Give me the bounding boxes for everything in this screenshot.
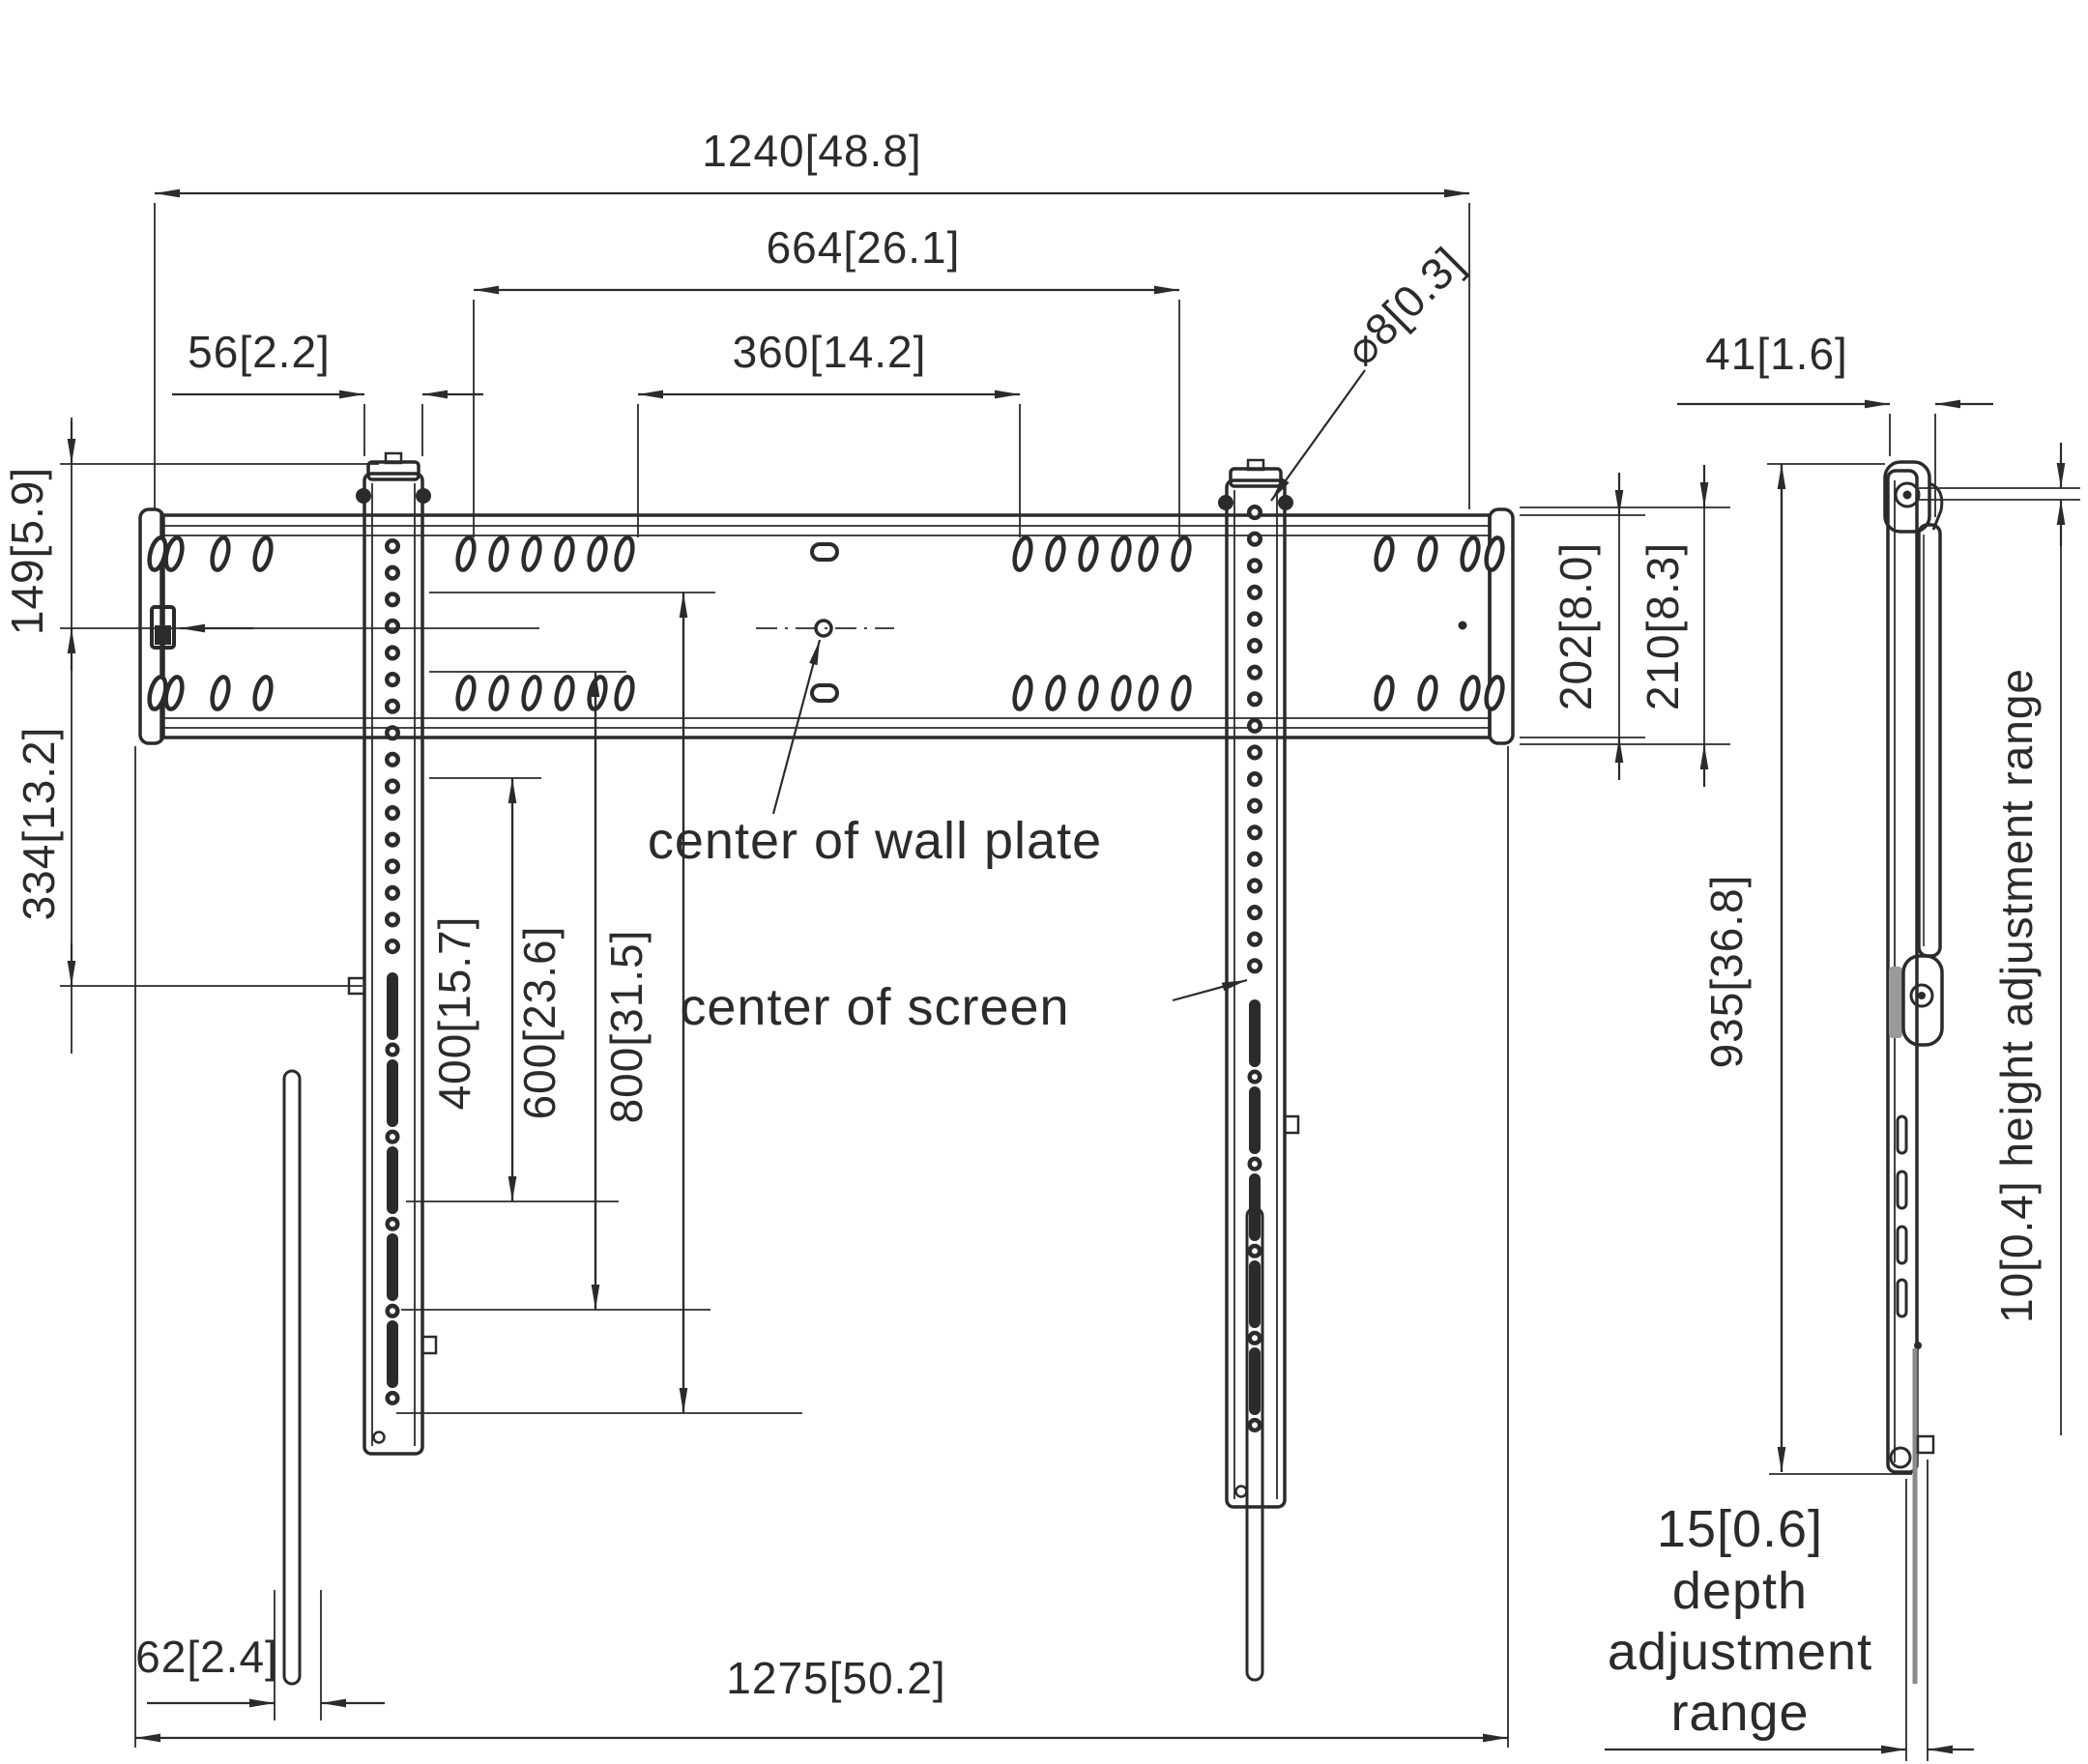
dim-664-label: 664[26.1]: [767, 222, 961, 273]
side-mid-clamp: [1889, 954, 1944, 1047]
side-wall-strip: [1886, 469, 1919, 1474]
dim-334: 334[13.2]: [14, 727, 362, 987]
dim-62: 62[2.4]: [135, 1590, 385, 1721]
dim-360: 360[14.2]: [637, 327, 1021, 537]
annotation-center-of-wall-plate: center of wall plate: [648, 639, 1102, 870]
center-bottom-slot: [810, 683, 839, 703]
dim-600-label: 600[23.6]: [514, 926, 565, 1120]
dim-1240: 1240[48.8]: [154, 126, 1470, 509]
dim-202-label: 202[8.0]: [1551, 542, 1601, 710]
dim-1240-label: 1240[48.8]: [702, 126, 921, 176]
dim-1275-label: 1275[50.2]: [726, 1653, 945, 1703]
left-vesa-bracket: [347, 451, 438, 1456]
dim-935-label: 935[36.8]: [1701, 875, 1752, 1069]
dim-210-label: 210[8.3]: [1638, 542, 1688, 710]
wall-plate-bottom-slot-row: [147, 676, 1506, 711]
dim-56-label: 56[2.2]: [188, 327, 331, 377]
dim-56: 56[2.2]: [172, 327, 483, 456]
dim-15-label: 15[0.6]: [1657, 1500, 1823, 1558]
center-top-slot: [810, 542, 839, 562]
dim-hole-diameter: ⌀8[0.3]: [1270, 237, 1473, 502]
dim-210: 210[8.3]: [1520, 465, 1730, 787]
dim-62-label: 62[2.4]: [135, 1632, 278, 1682]
center-of-wall-plate-label: center of wall plate: [648, 812, 1102, 870]
depth-word: depth: [1672, 1562, 1808, 1620]
right-bracket-lock-tab: [1283, 1114, 1300, 1135]
dim-400: 400[15.7]: [406, 777, 619, 1202]
side-foot-tab: [1916, 1434, 1935, 1455]
dim-10-height-adjustment-label: 10[0.4] height adjustment range: [1991, 668, 2042, 1323]
wall-plate-top-slot-row: [147, 536, 1506, 572]
side-foot-roller: [1889, 1446, 1912, 1469]
dim-935: 935[36.8]: [1701, 463, 1912, 1475]
dim-600: 600[23.6]: [401, 671, 710, 1311]
right-strap: [1245, 1206, 1264, 1682]
keyhole: [150, 605, 176, 650]
adjustment-word: adjustment: [1608, 1623, 1872, 1681]
wall-plate-center-marker: [756, 619, 894, 638]
center-of-screen-label: center of screen: [680, 978, 1069, 1036]
left-bracket-body: [362, 472, 424, 1456]
wall-plate: [138, 507, 1515, 745]
dim-15-depth-adjustment: 15[0.6] depth adjustment range: [1605, 1460, 1974, 1761]
dim-149: 149[5.9]: [2, 418, 539, 1054]
right-vesa-bracket: [1218, 458, 1300, 1509]
right-bracket-body: [1225, 478, 1287, 1509]
left-bracket-lock-tab: [420, 1335, 438, 1355]
left-strap: [282, 1069, 302, 1686]
dim-800-label: 800[31.5]: [601, 930, 652, 1124]
dim-10-height-adjustment: 10[0.4] height adjustment range: [1919, 443, 2080, 1435]
dim-1275: 1275[50.2]: [134, 746, 1509, 1748]
dim-41-label: 41[1.6]: [1705, 329, 1848, 379]
side-tv-strip: [1917, 523, 1942, 958]
dim-664: 664[26.1]: [473, 222, 1180, 537]
dim-360-label: 360[14.2]: [733, 327, 927, 377]
right-pilot-hole: [1458, 621, 1467, 630]
dim-400-label: 400[15.7]: [429, 916, 479, 1111]
side-top-hook: [1883, 460, 1944, 534]
range-word: range: [1670, 1684, 1809, 1742]
wall-plate-body: [160, 513, 1492, 739]
dim-800: 800[31.5]: [396, 592, 802, 1414]
dim-149-label: 149[5.9]: [2, 467, 52, 635]
annotation-center-of-screen: center of screen: [680, 978, 1248, 1036]
dim-hole-diameter-label: ⌀8[0.3]: [1335, 237, 1473, 375]
dim-41: 41[1.6]: [1677, 329, 1993, 517]
dim-202: 202[8.0]: [1520, 473, 1645, 780]
dim-334-label: 334[13.2]: [14, 727, 64, 921]
side-view-profile: [1883, 460, 1944, 1684]
